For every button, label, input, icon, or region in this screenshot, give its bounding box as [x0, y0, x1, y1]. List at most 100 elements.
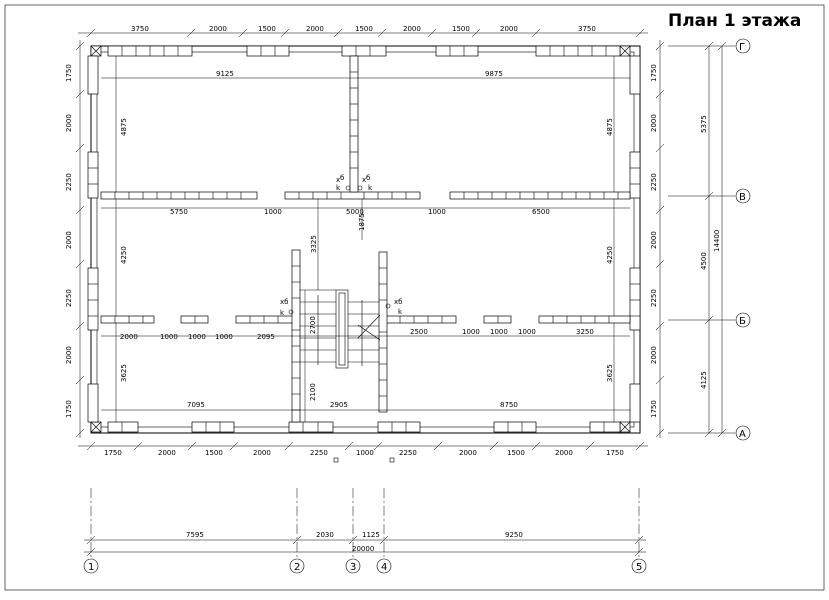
sheet-border: [4, 4, 825, 591]
svg-text:2000: 2000: [65, 114, 73, 132]
svg-text:1500: 1500: [452, 25, 470, 33]
svg-text:1000: 1000: [428, 208, 446, 216]
svg-text:9250: 9250: [505, 531, 523, 539]
svg-text:2000: 2000: [120, 333, 138, 341]
plan-title: План 1 этажа: [668, 11, 801, 31]
vent-mark-top: x б k x б k: [336, 174, 373, 192]
svg-text:14400: 14400: [713, 230, 721, 252]
svg-text:2250: 2250: [399, 449, 417, 457]
svg-text:4125: 4125: [700, 371, 708, 389]
entrance-marker: [389, 457, 395, 463]
svg-text:1: 1: [88, 562, 94, 573]
dims-right-axis: 5375 4500 4125 14400: [700, 115, 721, 389]
svg-text:7095: 7095: [187, 401, 205, 409]
svg-text:2250: 2250: [650, 173, 658, 191]
entrance-marker: [333, 457, 339, 463]
svg-text:3325: 3325: [310, 235, 318, 253]
svg-text:9875: 9875: [485, 70, 503, 78]
svg-text:2000: 2000: [253, 449, 271, 457]
svg-text:2000: 2000: [500, 25, 518, 33]
svg-text:2250: 2250: [310, 449, 328, 457]
interior-wall-axis-v: [100, 191, 631, 200]
svg-text:1125: 1125: [362, 531, 380, 539]
svg-text:Б: Б: [739, 316, 746, 327]
svg-text:x: x: [362, 176, 366, 184]
svg-text:2000: 2000: [306, 25, 324, 33]
svg-text:1500: 1500: [507, 449, 525, 457]
svg-text:2000: 2000: [459, 449, 477, 457]
svg-text:1000: 1000: [215, 333, 233, 341]
svg-text:2000: 2000: [209, 25, 227, 33]
svg-text:7595: 7595: [186, 531, 204, 539]
vent-mark-right: xб k: [385, 298, 403, 316]
svg-text:2000: 2000: [65, 231, 73, 249]
svg-text:k: k: [280, 309, 285, 317]
svg-text:x: x: [336, 176, 340, 184]
svg-text:4500: 4500: [700, 252, 708, 270]
svg-text:4: 4: [381, 562, 387, 573]
svg-text:3625: 3625: [606, 364, 614, 382]
svg-text:2000: 2000: [650, 346, 658, 364]
svg-text:1000: 1000: [356, 449, 374, 457]
svg-text:Г: Г: [739, 42, 745, 53]
svg-text:2250: 2250: [650, 289, 658, 307]
dims-interior: 9125 9875 5750 1000 5000 1000 6500 2000 …: [120, 70, 614, 409]
svg-text:k: k: [368, 184, 373, 192]
svg-text:2000: 2000: [65, 346, 73, 364]
svg-text:3625: 3625: [120, 364, 128, 382]
svg-text:3250: 3250: [576, 328, 594, 336]
exterior-walls: [90, 45, 641, 434]
svg-text:1750: 1750: [650, 64, 658, 82]
svg-text:2700: 2700: [309, 316, 317, 334]
svg-text:6500: 6500: [532, 208, 550, 216]
svg-text:5750: 5750: [170, 208, 188, 216]
svg-text:1750: 1750: [650, 400, 658, 418]
svg-text:2500: 2500: [410, 328, 428, 336]
svg-text:4875: 4875: [606, 118, 614, 136]
svg-text:2250: 2250: [65, 289, 73, 307]
svg-text:1875: 1875: [358, 213, 366, 231]
svg-text:2000: 2000: [555, 449, 573, 457]
svg-text:5: 5: [636, 562, 642, 573]
svg-text:3: 3: [350, 562, 356, 573]
svg-text:5000: 5000: [346, 208, 364, 216]
svg-text:2000: 2000: [158, 449, 176, 457]
svg-text:1000: 1000: [490, 328, 508, 336]
dims-left: 1750 2000 2250 2000 2250 2000 1750: [65, 64, 73, 418]
svg-text:1000: 1000: [160, 333, 178, 341]
svg-text:б: б: [366, 174, 370, 182]
svg-text:2100: 2100: [309, 383, 317, 401]
svg-text:1750: 1750: [65, 400, 73, 418]
svg-text:xб: xб: [394, 298, 402, 306]
svg-text:5375: 5375: [700, 115, 708, 133]
svg-text:1500: 1500: [205, 449, 223, 457]
dims-bottom: 1750 2000 1500 2000 2250 1000 2250 2000 …: [104, 449, 624, 457]
svg-text:k: k: [398, 308, 403, 316]
interior-wall-center-top: [349, 55, 359, 193]
svg-text:2000: 2000: [403, 25, 421, 33]
svg-text:1750: 1750: [104, 449, 122, 457]
svg-text:2000: 2000: [650, 114, 658, 132]
dims-top: 3750 2000 1500 2000 1500 2000 1500 2000 …: [131, 25, 596, 33]
dimension-lines: [78, 32, 735, 560]
staircase: [300, 289, 381, 369]
dimension-ticks: [75, 28, 727, 557]
svg-text:2095: 2095: [257, 333, 275, 341]
svg-text:1500: 1500: [355, 25, 373, 33]
svg-text:1750: 1750: [65, 64, 73, 82]
svg-text:2030: 2030: [316, 531, 334, 539]
axis-bubbles-numbers: 1 2 3 4 5: [83, 558, 647, 574]
svg-text:2905: 2905: [330, 401, 348, 409]
axis-bubbles-letters: Г В Б А: [735, 38, 751, 441]
svg-text:1000: 1000: [462, 328, 480, 336]
left-wall-piers: [87, 55, 99, 423]
svg-text:9125: 9125: [216, 70, 234, 78]
svg-text:2: 2: [294, 562, 300, 573]
svg-text:4250: 4250: [120, 246, 128, 264]
svg-text:xб: xб: [280, 298, 288, 306]
interior-wall-axis-b: [100, 315, 631, 324]
svg-text:8750: 8750: [500, 401, 518, 409]
svg-text:3750: 3750: [131, 25, 149, 33]
dims-axis-spans: 7595 2030 1125 9250 20000: [186, 531, 523, 553]
